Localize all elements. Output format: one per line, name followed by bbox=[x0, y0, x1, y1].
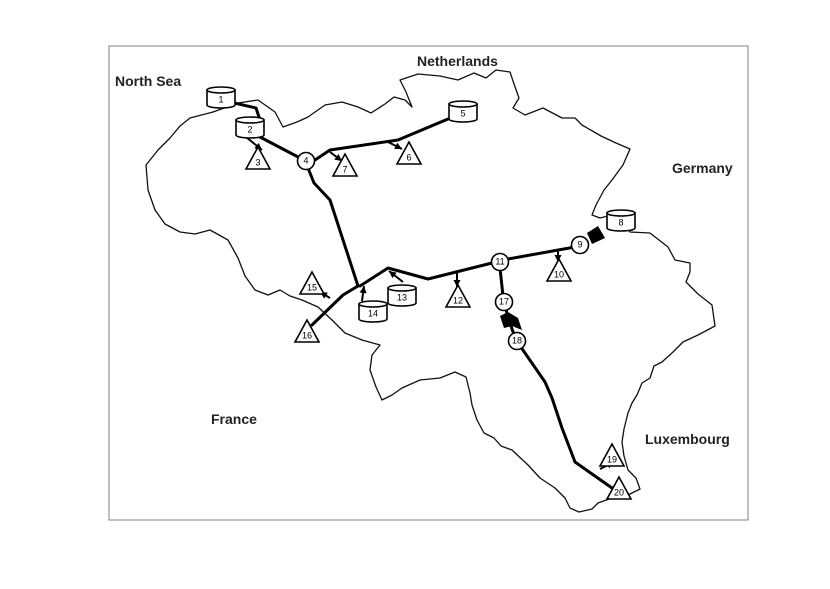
node-label: 17 bbox=[499, 296, 509, 306]
node-label: 2 bbox=[247, 124, 252, 134]
junction-circle-shape bbox=[296, 151, 316, 171]
node-7: 7 bbox=[331, 152, 359, 177]
arrowhead-11-12 bbox=[453, 280, 461, 287]
region-label-north-sea: North Sea bbox=[115, 73, 181, 89]
storage-cylinder-shape bbox=[387, 287, 417, 307]
demand-triangle-shape bbox=[605, 475, 633, 500]
node-label: 13 bbox=[397, 292, 407, 302]
node-label: 14 bbox=[368, 308, 378, 318]
node-17: 17 bbox=[494, 292, 514, 312]
demand-triangle-shape bbox=[395, 140, 423, 165]
node-label: 10 bbox=[554, 269, 564, 279]
node-4: 4 bbox=[296, 151, 316, 171]
storage-cylinder-top bbox=[358, 300, 388, 308]
arrowhead-4-7 bbox=[334, 154, 342, 161]
node-18: 18 bbox=[507, 331, 527, 351]
demand-triangle-shape bbox=[293, 318, 321, 343]
junction-circle-shape bbox=[570, 235, 590, 255]
node-label: 4 bbox=[303, 155, 308, 165]
arrowhead-9-10 bbox=[554, 255, 562, 262]
node-9: 9 bbox=[570, 235, 590, 255]
junction-circle-shape bbox=[490, 252, 510, 272]
arrowhead-13-11 bbox=[389, 271, 397, 279]
arrowhead-14-trunk bbox=[359, 286, 367, 294]
node-10: 10 bbox=[545, 257, 573, 282]
node-8: 8 bbox=[606, 209, 636, 232]
compressor-station-17-18 bbox=[500, 312, 522, 330]
node-15: 15 bbox=[298, 270, 326, 295]
pipeline-trunk-4-16 bbox=[306, 166, 360, 327]
storage-cylinder-shape bbox=[358, 303, 388, 323]
node-1: 1 bbox=[206, 86, 236, 109]
node-14: 14 bbox=[358, 300, 388, 323]
node-3: 3 bbox=[244, 145, 272, 170]
node-11: 11 bbox=[490, 252, 510, 272]
node-label: 11 bbox=[495, 256, 504, 266]
junction-circle-shape bbox=[507, 331, 527, 351]
storage-cylinder-shape bbox=[206, 89, 236, 109]
node-label: 20 bbox=[614, 487, 624, 497]
node-label: 7 bbox=[342, 164, 347, 174]
storage-cylinder-top bbox=[387, 284, 417, 292]
demand-triangle-shape bbox=[244, 145, 272, 170]
demand-triangle-shape bbox=[545, 257, 573, 282]
storage-cylinder-shape bbox=[235, 119, 265, 139]
node-5: 5 bbox=[448, 100, 478, 123]
storage-cylinder-top bbox=[448, 100, 478, 108]
storage-cylinder-top bbox=[606, 209, 636, 217]
storage-cylinder-shape bbox=[448, 103, 478, 123]
demand-triangle-shape bbox=[598, 442, 626, 467]
storage-cylinder-top bbox=[206, 86, 236, 94]
junction-circle-shape bbox=[494, 292, 514, 312]
node-label: 5 bbox=[460, 108, 465, 118]
node-label: 18 bbox=[512, 335, 522, 345]
node-6: 6 bbox=[395, 140, 423, 165]
region-label-luxembourg: Luxembourg bbox=[645, 431, 730, 447]
node-label: 9 bbox=[577, 239, 582, 249]
node-label: 1 bbox=[218, 94, 223, 104]
node-label: 6 bbox=[406, 152, 411, 162]
country-border bbox=[145, 69, 716, 513]
node-label: 15 bbox=[307, 282, 317, 292]
node-20: 20 bbox=[605, 475, 633, 500]
demand-triangle-shape bbox=[331, 152, 359, 177]
compressor-station-8-9 bbox=[587, 226, 605, 244]
region-label-netherlands: Netherlands bbox=[417, 53, 498, 69]
node-label: 8 bbox=[618, 217, 623, 227]
pipeline-trunk-9-16 bbox=[358, 245, 577, 288]
node-19: 19 bbox=[598, 442, 626, 467]
node-13: 13 bbox=[387, 284, 417, 307]
node-label: 19 bbox=[607, 454, 617, 464]
node-label: 3 bbox=[255, 157, 260, 167]
demand-triangle-shape bbox=[444, 283, 472, 308]
node-12: 12 bbox=[444, 283, 472, 308]
figure-frame bbox=[108, 45, 749, 521]
pipeline-trunk-4-5 bbox=[313, 117, 450, 162]
arrowhead-5-6 bbox=[394, 142, 402, 149]
region-label-germany: Germany bbox=[672, 160, 733, 176]
node-2: 2 bbox=[235, 116, 265, 139]
node-label: 12 bbox=[453, 295, 463, 305]
region-label-france: France bbox=[211, 411, 257, 427]
storage-cylinder-top bbox=[235, 116, 265, 124]
node-label: 16 bbox=[302, 330, 312, 340]
storage-cylinder-shape bbox=[606, 212, 636, 232]
pipeline-trunk-2-4 bbox=[258, 135, 302, 160]
demand-triangle-shape bbox=[298, 270, 326, 295]
node-16: 16 bbox=[293, 318, 321, 343]
